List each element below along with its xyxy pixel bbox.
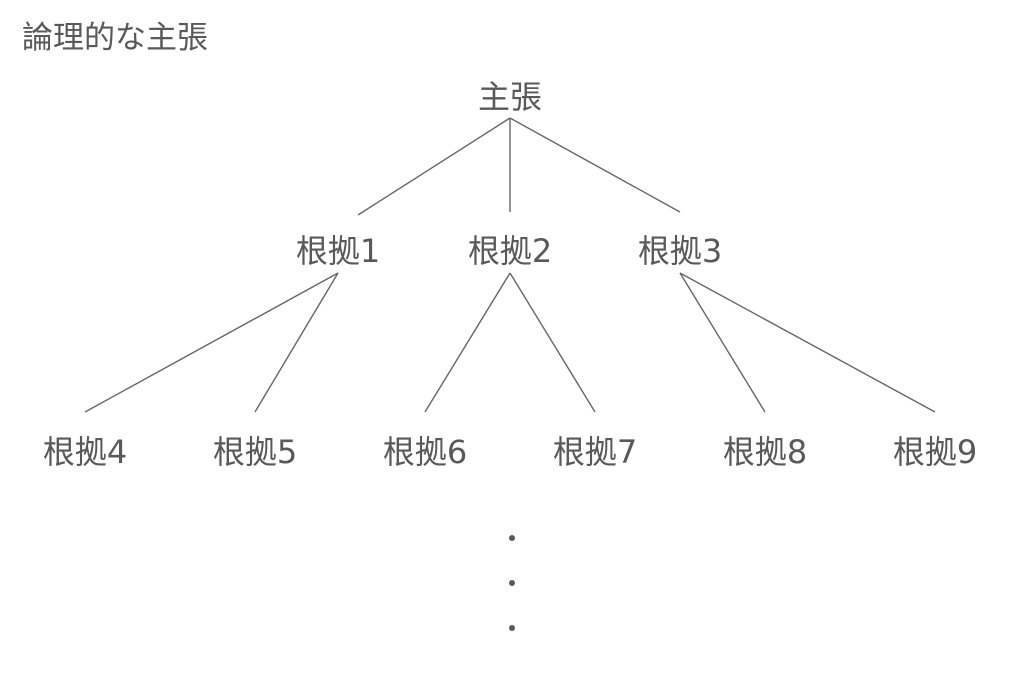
- diagram-title: 論理的な主張: [22, 20, 208, 56]
- reason-5: 根拠5: [213, 433, 297, 471]
- reason-3: 根拠3: [638, 232, 722, 270]
- ellipsis-dot: [509, 580, 515, 586]
- reason-9: 根拠9: [893, 433, 977, 471]
- reason-6: 根拠6: [383, 433, 467, 471]
- root-claim: 主張: [478, 78, 542, 116]
- edge-3-8: [679, 272, 766, 413]
- reason-1: 根拠1: [296, 232, 380, 270]
- level1-edges: [84, 272, 936, 413]
- ellipsis-dot: [509, 625, 515, 631]
- reason-2: 根拠2: [468, 232, 552, 270]
- edge-1-5: [254, 272, 339, 413]
- reason-8: 根拠8: [723, 433, 807, 471]
- reason-7: 根拠7: [553, 433, 637, 471]
- edge-1-4: [84, 272, 339, 413]
- root-edges: [357, 117, 681, 216]
- edge-2-7: [509, 272, 596, 413]
- edge-root-3: [509, 117, 681, 213]
- edge-2-6: [424, 272, 511, 413]
- ellipsis-dot: [509, 535, 515, 541]
- edge-root-1: [357, 117, 511, 216]
- reason-4: 根拠4: [43, 433, 127, 471]
- continuation-ellipsis: [509, 535, 515, 631]
- edge-3-9: [679, 272, 936, 413]
